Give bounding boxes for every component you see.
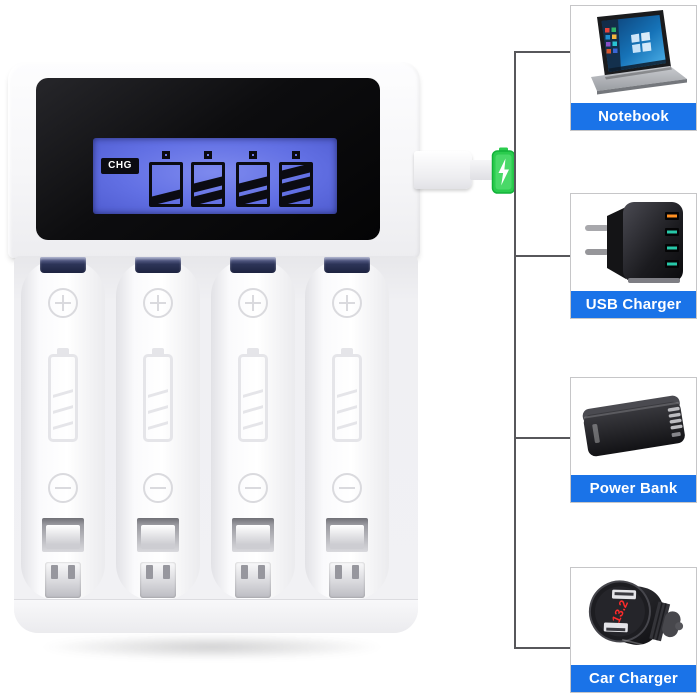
spring-contact [140, 562, 176, 598]
battery-cap-icon [249, 151, 257, 159]
notebook-photo [571, 6, 696, 103]
notebook-illustration [590, 9, 687, 94]
slot-opening [232, 518, 274, 552]
power-source-label: Power Bank [571, 475, 696, 502]
power-source-card-car-charger: 13.2 Car Charger [570, 567, 697, 693]
slot-opening [42, 518, 84, 552]
battery-slot-1 [21, 257, 105, 600]
positive-contact [230, 257, 276, 273]
power-bank-photo [571, 378, 696, 475]
power-source-label: USB Charger [571, 291, 696, 318]
battery-cap-icon [204, 151, 212, 159]
charger-head: CHG [8, 62, 420, 258]
usb-cable-tip [470, 160, 494, 180]
eu-plug-pin [584, 248, 609, 255]
spring-contact [45, 562, 81, 598]
embossed-battery-icon [332, 354, 362, 442]
battery-cap-icon [292, 151, 300, 159]
power-source-card-usb-charger: USB Charger [570, 193, 697, 319]
lcd-battery-icon-3 [235, 151, 271, 207]
lcd-battery-icon-4 [278, 151, 314, 207]
connector-branch-car-charger [514, 647, 574, 649]
car-charger-illustration: 13.2 [588, 579, 683, 649]
plus-icon [332, 288, 362, 318]
lcd-battery-icon-1 [148, 151, 184, 207]
usb-ports [664, 211, 679, 268]
minus-icon [48, 473, 78, 503]
connector-branch-power-bank [514, 437, 574, 439]
power-source-label: Car Charger [571, 665, 696, 692]
embossed-battery-icon [238, 354, 268, 442]
lcd-battery-icon-2 [190, 151, 226, 207]
drop-shadow [34, 634, 390, 660]
minus-icon [238, 473, 268, 503]
battery-slot-4 [305, 257, 389, 600]
slot-opening [326, 518, 368, 552]
battery-slot-3 [211, 257, 295, 600]
positive-contact [324, 257, 370, 273]
charge-mode-badge: CHG [101, 158, 139, 174]
embossed-battery-icon [143, 354, 173, 442]
usb-charger-photo [571, 194, 696, 291]
lcd-screen: CHG [93, 138, 337, 214]
brand-mark [591, 423, 600, 443]
power-source-label: Notebook [571, 103, 696, 130]
eu-plug-pin [584, 224, 609, 231]
power-bank-illustration [582, 395, 685, 456]
usb-port [611, 589, 636, 599]
positive-contact [40, 257, 86, 273]
spring-contact [329, 562, 365, 598]
power-source-card-notebook: Notebook [570, 5, 697, 131]
output-grille [667, 406, 682, 437]
usb-cable-plug [414, 151, 472, 189]
usb-charger-illustration [584, 201, 683, 283]
plus-icon [48, 288, 78, 318]
charger-battery-bays [14, 256, 418, 633]
positive-contact [135, 257, 181, 273]
display-bezel: CHG [36, 78, 380, 240]
plus-icon [238, 288, 268, 318]
usb-port [603, 622, 628, 632]
windows-logo-icon [630, 31, 651, 53]
car-charger-photo: 13.2 [571, 568, 696, 665]
start-menu-tiles [604, 27, 617, 53]
connector-trunk-line [514, 51, 516, 649]
slot-opening [137, 518, 179, 552]
connector-branch-usb-charger [514, 255, 574, 257]
spring-contact [235, 562, 271, 598]
embossed-battery-icon [48, 354, 78, 442]
charging-battery-icon [491, 147, 516, 194]
battery-cap-icon [162, 151, 170, 159]
connector-branch-notebook [514, 51, 574, 53]
minus-icon [143, 473, 173, 503]
minus-icon [332, 473, 362, 503]
charger-base-lip [14, 599, 418, 633]
battery-slot-2 [116, 257, 200, 600]
plus-icon [143, 288, 173, 318]
contact-tip [661, 610, 681, 637]
power-source-card-power-bank: Power Bank [570, 377, 697, 503]
